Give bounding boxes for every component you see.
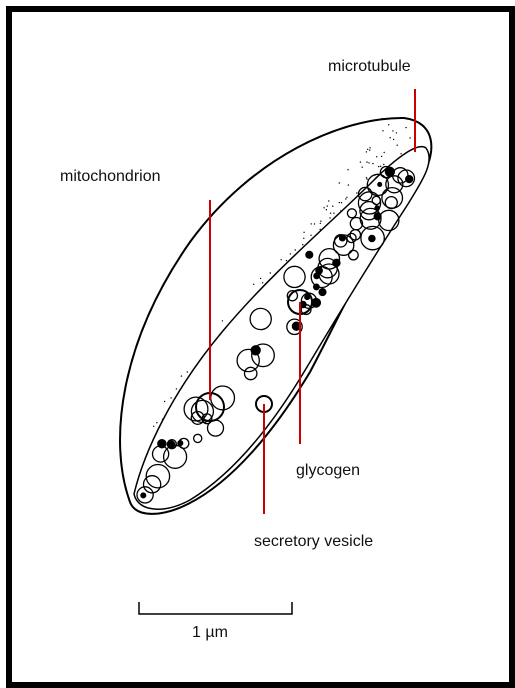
stipple-dot [372,163,373,164]
organelle [314,273,319,278]
stipple-dot [383,164,384,165]
stipple-dot [320,221,321,222]
stipple-dot [369,149,370,150]
stipple-dot [366,151,367,152]
stipple-dot [400,153,401,154]
organelle [378,183,382,187]
stipple-dot [330,213,331,214]
organelle [141,493,146,498]
stipple-dot [360,161,361,162]
organelle [158,440,166,448]
stipple-dot [270,272,271,273]
stipple-dot [260,278,261,279]
stipple-dot [286,260,287,261]
stipple-dot [376,156,377,157]
scale-bar-label: 1 µm [192,624,228,642]
organelle [385,167,394,176]
stipple-dot [392,130,393,131]
stipple-dot [333,213,334,214]
stipple-dot [328,200,329,201]
stipple-dot [384,152,385,153]
stipple-dot [348,184,349,185]
stipple-dot [339,182,340,183]
stipple-dot [366,178,367,179]
stipple-dot [153,426,154,427]
stipple-dot [181,375,182,376]
organelle [340,235,346,241]
stipple-dot [262,282,263,283]
stipple-dot [281,259,282,260]
stipple-dot [378,166,379,167]
stipple-dot [362,167,363,168]
stipple-dot [405,127,406,128]
organelle [319,289,326,296]
diagram-frame: microtubule mitochondrion glycogen secre… [6,6,515,688]
stipple-dot [345,198,346,199]
stipple-dot [346,197,347,198]
stipple-dot [366,177,367,178]
label-mitochondrion: mitochondrion [60,168,161,186]
scale-bar [139,602,292,614]
stipple-dot [302,244,303,245]
stipple-dot [366,161,367,162]
stipple-dot [369,147,370,148]
stipple-dot [393,139,394,140]
stipple-dot [164,401,165,402]
stipple-dot [356,192,357,193]
stipple-dot [327,205,328,206]
stipple-dot [382,130,383,131]
stipple-dot [332,206,333,207]
stipple-dot [170,397,171,398]
label-secretory-vesicle: secretory vesicle [254,533,373,551]
stipple-dot [176,388,177,389]
label-glycogen: glycogen [296,462,360,480]
stipple-dot [347,169,348,170]
stipple-dot [320,223,321,224]
stipple-dot [397,145,398,146]
stipple-dot [303,232,304,233]
stipple-dot [326,209,327,210]
stipple-dot [253,284,254,285]
stipple-dot [314,223,315,224]
stipple-dot [388,124,389,125]
organelle [369,235,375,241]
stipple-dot [367,149,368,150]
stipple-dot [323,207,324,208]
stipple-dot [380,166,381,167]
stipple-dot [310,235,311,236]
stipple-dot [390,137,391,138]
stipple-dot [368,162,369,163]
label-microtubule: microtubule [328,58,411,76]
stipple-dot [187,371,188,372]
organelle [306,251,313,258]
stipple-dot [303,238,304,239]
cell-diagram [12,12,509,682]
stipple-dot [381,156,382,157]
stipple-dot [290,253,291,254]
stipple-dot [311,223,312,224]
stipple-dot [222,320,223,321]
stipple-dot [341,202,342,203]
stipple-dot [396,132,397,133]
stipple-dot [329,217,330,218]
stipple-dot [409,137,410,138]
stipple-dot [382,118,383,119]
stipple-dot [156,422,157,423]
stipple-dot [339,202,340,203]
stipple-dot [295,249,296,250]
